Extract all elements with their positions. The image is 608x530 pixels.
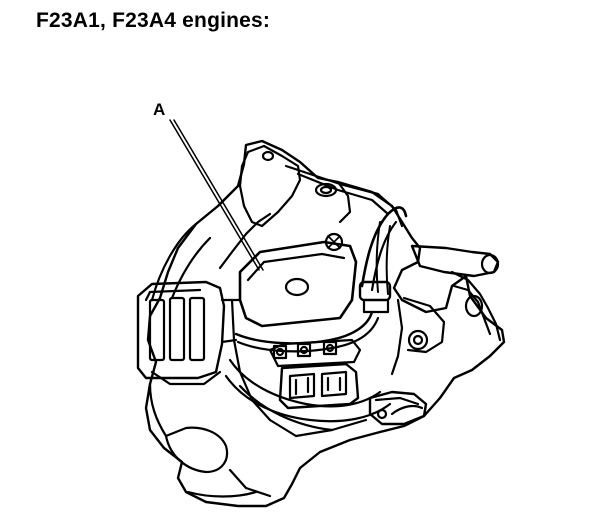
wire-clip — [358, 280, 392, 314]
lower-connector-pair — [278, 362, 360, 410]
ignition-control-module-a — [238, 232, 358, 328]
right-bracket-assembly — [390, 244, 502, 376]
left-connector-block — [136, 280, 242, 386]
callout-label-a: A — [153, 100, 166, 119]
lower-right-plug — [368, 390, 428, 426]
distributor-top-flange — [238, 144, 404, 228]
wiring-harness — [224, 206, 408, 432]
left-support-arm — [148, 222, 212, 438]
callout-leader-line — [169, 119, 264, 271]
page-heading: F23A1, F23A4 engines: — [36, 9, 271, 32]
module-terminal-strip — [268, 338, 362, 368]
